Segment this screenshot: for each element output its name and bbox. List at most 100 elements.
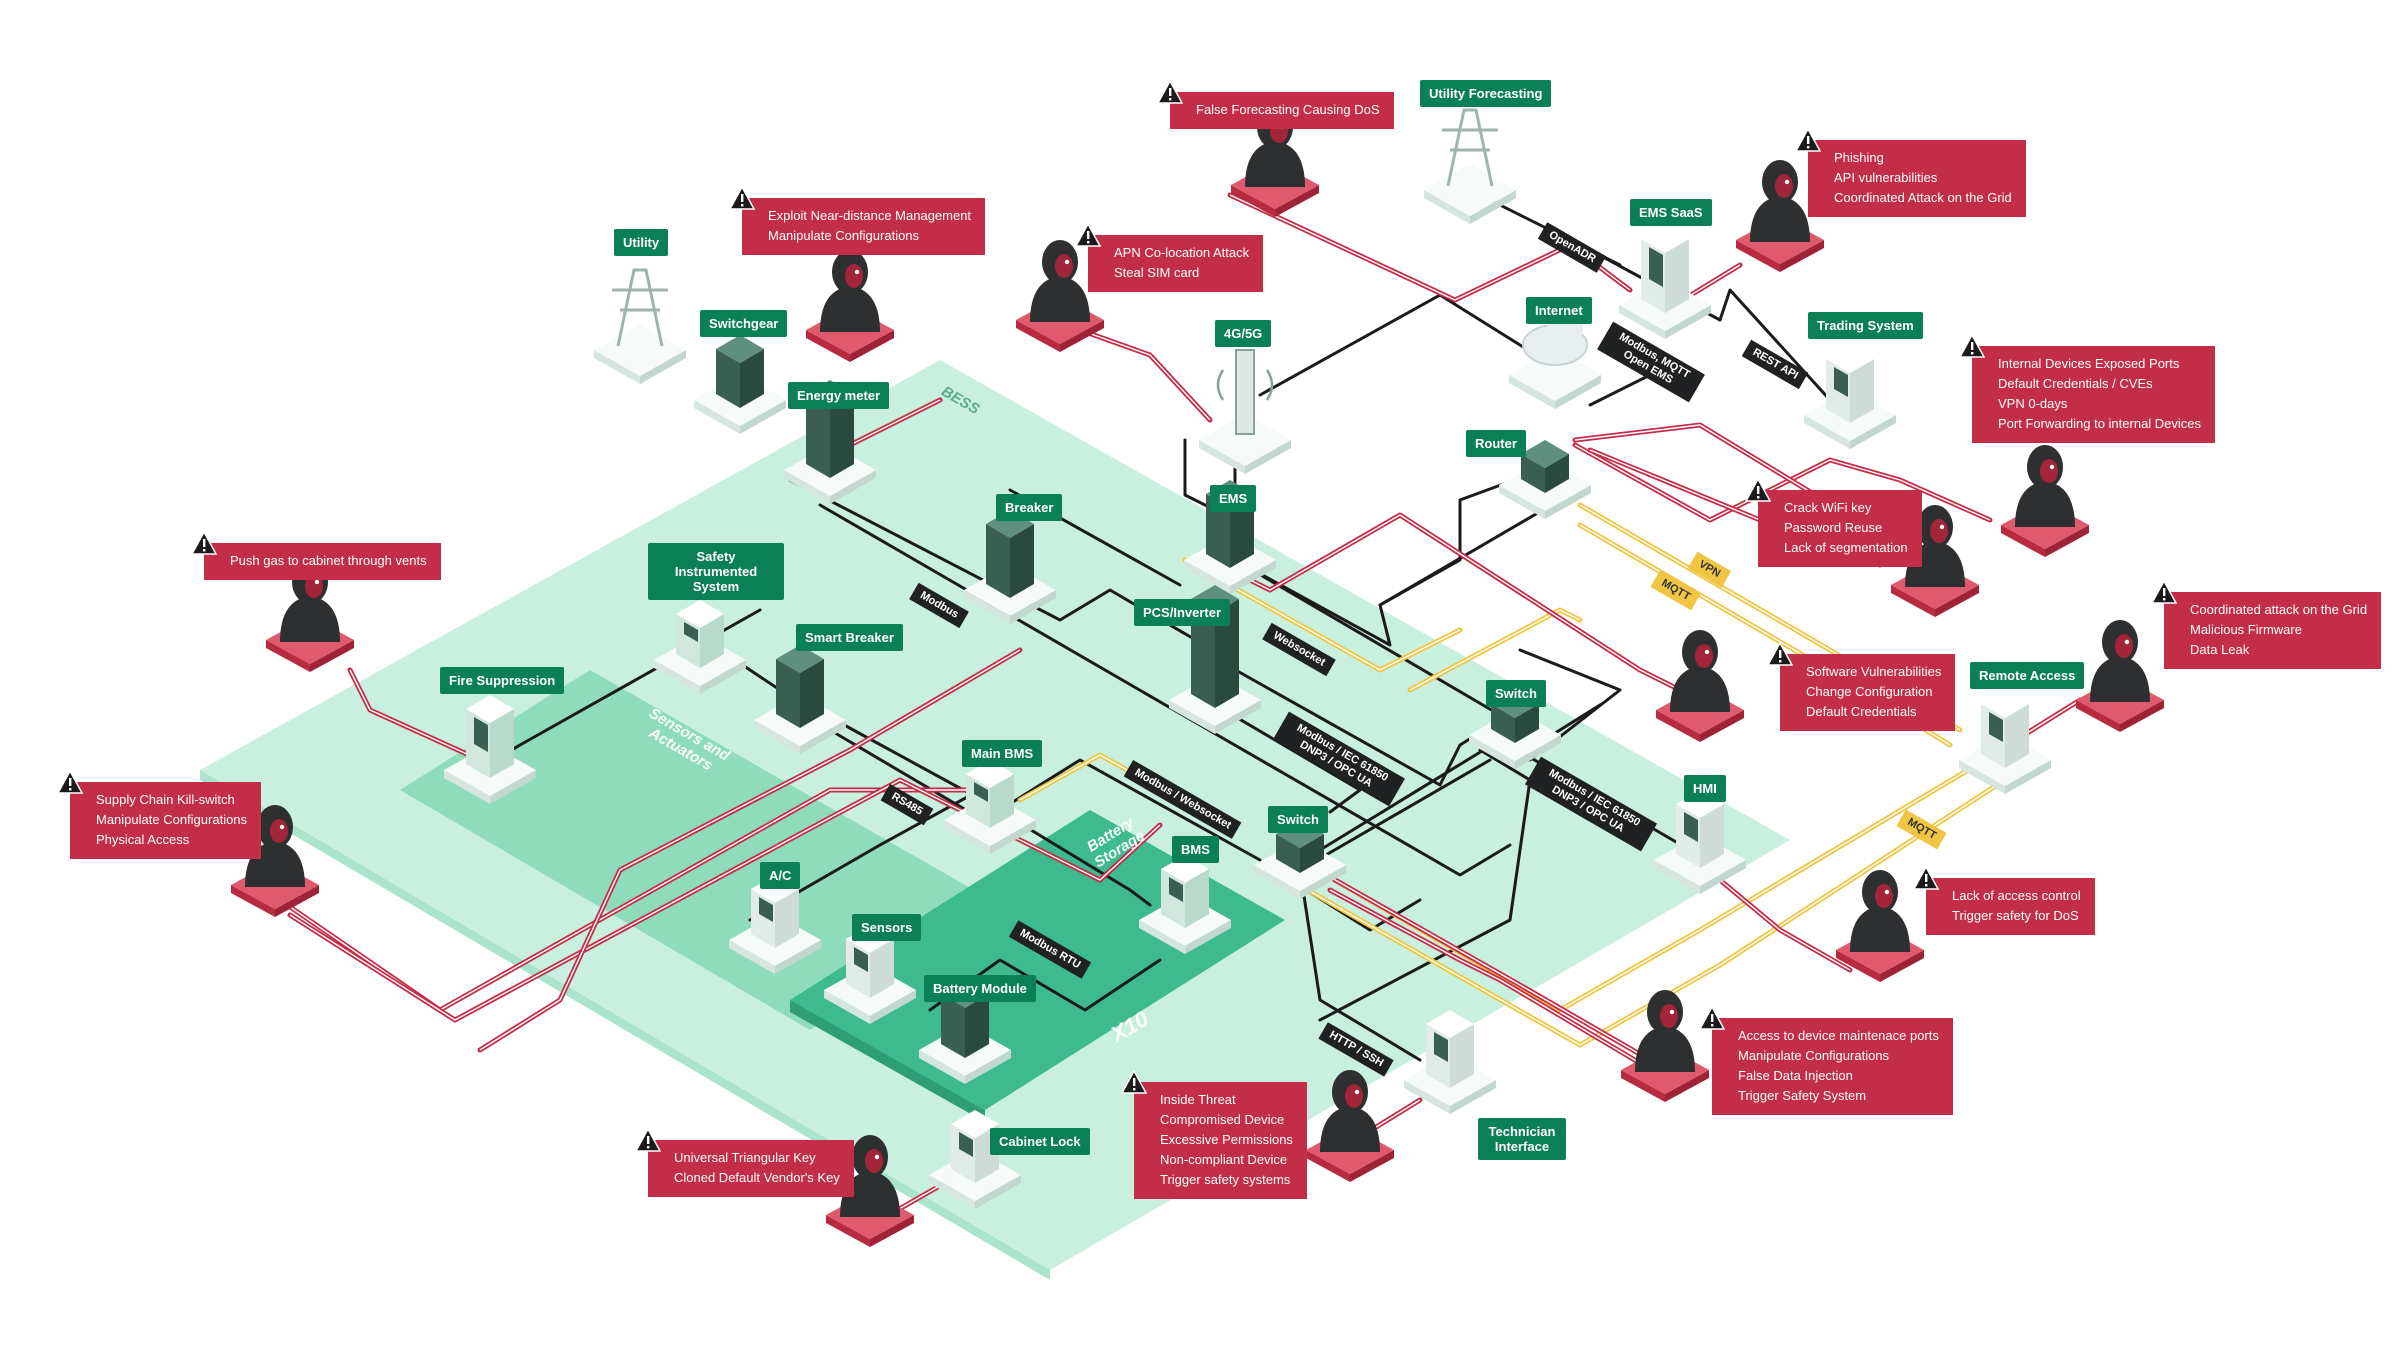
- sis-device-body-top: [676, 600, 724, 628]
- warning-icon: [1075, 223, 1101, 247]
- switch-top-device-base-left-face: [1469, 735, 1515, 769]
- breaker-device[interactable]: [964, 510, 1056, 624]
- label-energy-meter: Energy meter: [788, 382, 890, 409]
- attacker-router-exposed-eye: [2049, 464, 2055, 470]
- remote-access-device-body: [1981, 690, 2029, 768]
- attacker-false-forecasting-cloak: [1245, 141, 1305, 187]
- switchgear-device[interactable]: [694, 335, 786, 434]
- threat-router-exposed-line-3: VPN 0-days: [1998, 396, 2068, 411]
- attacker-gas-eye: [314, 579, 320, 585]
- attacker-triangular-key-base-left-face: [826, 1215, 870, 1247]
- remote-access-device-body-right: [2005, 704, 2029, 768]
- sensors-device-base-right-face: [870, 990, 916, 1024]
- attacker-wifi-eye: [1939, 524, 1945, 530]
- threat-software-vuln-line-1: Software Vulnerabilities: [1806, 664, 1942, 679]
- ac-device-base-right-face: [775, 940, 821, 974]
- main-bms-device[interactable]: [944, 760, 1036, 854]
- router-device-body-top: [1521, 440, 1569, 468]
- link-inner-35: [1229, 194, 1631, 301]
- router-device-body: [1521, 440, 1569, 493]
- attacker-access-control-base-right-face: [1880, 950, 1924, 982]
- nodes-layer: [444, 108, 2051, 1209]
- internet-cloud[interactable]: [1509, 311, 1601, 409]
- threat-apn: APN Co-location Attack Steal SIM card: [1075, 223, 1264, 292]
- threat-maintenance-ports: Access to device maintenace ports Manipu…: [1699, 1006, 1953, 1115]
- attacker-false-forecasting: [1231, 105, 1319, 217]
- switch-mid-device-base-right-face: [1300, 865, 1346, 899]
- fire-suppression-device-body-top: [466, 695, 514, 723]
- label-remote-access: Remote Access: [1970, 662, 2085, 689]
- cellular-tower-waves: [1216, 369, 1274, 401]
- attacker-insider-base-right-face: [1350, 1150, 1394, 1182]
- pcs-inverter-device[interactable]: [1169, 585, 1261, 734]
- cellular-tower-mast: [1235, 349, 1255, 435]
- attacker-apn-base-right-face: [1060, 320, 1104, 352]
- energy-meter-device[interactable]: [784, 380, 876, 504]
- main-bms-device-body: [966, 760, 1014, 828]
- utility-forecasting-pylon-base-top-face: [1424, 164, 1516, 216]
- attacker-false-forecasting-base-right-face: [1275, 185, 1319, 217]
- trading-system-device[interactable]: [1804, 345, 1896, 449]
- attacker-maintenance-ports-base-left-face: [1621, 1070, 1665, 1102]
- label-safety-instrumented-system: Safety Instrumented System: [648, 543, 784, 600]
- threat-wifi-line-1: Crack WiFi key: [1784, 500, 1872, 515]
- cabinet-lock-device-screen: [959, 1132, 973, 1157]
- router-device[interactable]: [1499, 440, 1591, 519]
- pcs-inverter-device-base-left-face: [1169, 700, 1215, 734]
- attack-path-37: [1077, 327, 1213, 423]
- link-inner-37: [1079, 329, 1211, 421]
- warning-icon: [1795, 128, 1821, 152]
- battery-module-device-base-right-face: [965, 1050, 1011, 1084]
- switch-mid-device[interactable]: [1254, 820, 1346, 899]
- threat-router-exposed-line-2: Default Credentials / CVEs: [1998, 376, 2153, 391]
- remote-access-device-base-left-face: [1959, 760, 2005, 794]
- utility-pylon[interactable]: [594, 268, 686, 384]
- technician-interface-device-base-right-face: [1450, 1080, 1496, 1114]
- threat-supply-chain-line-2: Manipulate Configurations: [96, 812, 248, 827]
- label-ems: EMS: [1210, 485, 1257, 512]
- attacker-apn-cloak: [1030, 276, 1090, 322]
- threat-insider: Inside Threat Compromised Device Excessi…: [1121, 1070, 1307, 1199]
- attacker-apn: [1016, 240, 1104, 352]
- network-link-8: [1588, 373, 1652, 407]
- breaker-device-body-right: [1010, 524, 1034, 598]
- technician-interface-device-body: [1426, 1010, 1474, 1088]
- hmi-device[interactable]: [1654, 790, 1746, 894]
- attacker-triangular-key-cloak: [840, 1171, 900, 1217]
- smart-breaker-device[interactable]: [754, 645, 846, 754]
- utility-pylon-base-top-face: [594, 324, 686, 376]
- fire-suppression-device-base-left-face: [444, 770, 490, 804]
- cabinet-lock-device[interactable]: [929, 1110, 1021, 1209]
- ems-device[interactable]: [1184, 480, 1276, 594]
- attacker-near-distance-eye: [854, 269, 860, 275]
- utility-forecasting-pylon-base-right-face: [1470, 190, 1516, 224]
- sensors-device[interactable]: [824, 925, 916, 1024]
- cellular-tower-base-top-face: [1199, 414, 1291, 466]
- attacker-remote-access-cloak: [2090, 656, 2150, 702]
- breaker-device-body-left: [986, 524, 1010, 598]
- fire-suppression-device[interactable]: [444, 695, 536, 804]
- technician-interface-device[interactable]: [1404, 1010, 1496, 1114]
- attacker-ems-saas-cloak: [1750, 196, 1810, 242]
- link-inner-52: [479, 649, 1021, 1051]
- attacker-ems-saas-base-left-face: [1736, 240, 1780, 272]
- switch-mid-device-body-right: [1300, 834, 1324, 873]
- ems-saas-device[interactable]: [1619, 225, 1711, 339]
- threat-remote-access-line-1: Coordinated attack on the Grid: [2190, 602, 2368, 617]
- battery-module-device-body-left: [941, 994, 965, 1058]
- threat-near-distance-line-1: Exploit Near-distance Management: [768, 208, 972, 223]
- threat-software-vuln-line-2: Change Configuration: [1806, 684, 1933, 699]
- threat-access-control-line-1: Lack of access control: [1952, 888, 2081, 903]
- cellular-tower[interactable]: [1199, 349, 1291, 474]
- battery-storage-zone-edge: [790, 1000, 985, 1122]
- technician-interface-device-body-right: [1450, 1024, 1474, 1088]
- utility-pylon-base-right-face: [640, 350, 686, 384]
- switchgear-device-base-right-face: [740, 400, 786, 434]
- utility-forecasting-pylon[interactable]: [1424, 108, 1516, 224]
- remote-access-device[interactable]: [1959, 690, 2051, 794]
- threat-ems-saas: Phishing API vulnerabilities Coordinated…: [1795, 128, 2026, 217]
- sis-device[interactable]: [654, 600, 746, 694]
- link-inner-39: [1574, 424, 1841, 511]
- hmi-device-screen: [1684, 812, 1698, 842]
